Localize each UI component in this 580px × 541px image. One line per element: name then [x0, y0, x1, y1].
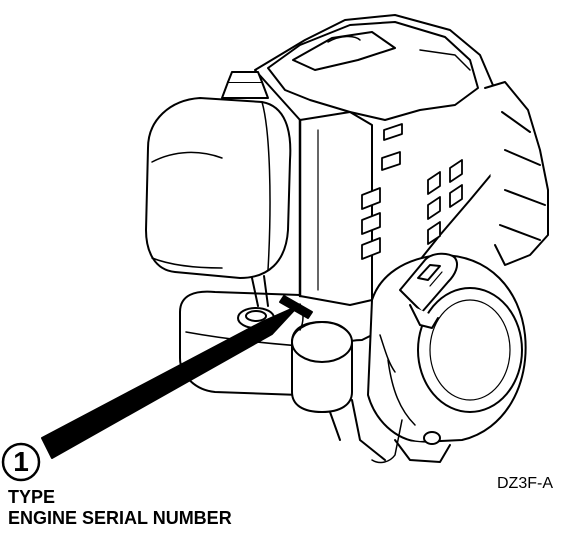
choke-tab: [221, 81, 269, 99]
callout-circle: [1, 442, 41, 482]
starter-handle: [399, 252, 458, 313]
cooling-fins: [484, 81, 549, 266]
label-engine-serial-number: ENGINE SERIAL NUMBER: [8, 508, 232, 528]
figure-code: DZ3F-A: [497, 475, 553, 492]
side-vents: [361, 123, 463, 260]
label-type: TYPE: [8, 487, 56, 507]
callout-number: 1: [13, 446, 29, 477]
arrow-pointer: [41, 305, 299, 459]
air-cleaner-cover: [145, 97, 292, 279]
top-cover: [267, 21, 479, 121]
